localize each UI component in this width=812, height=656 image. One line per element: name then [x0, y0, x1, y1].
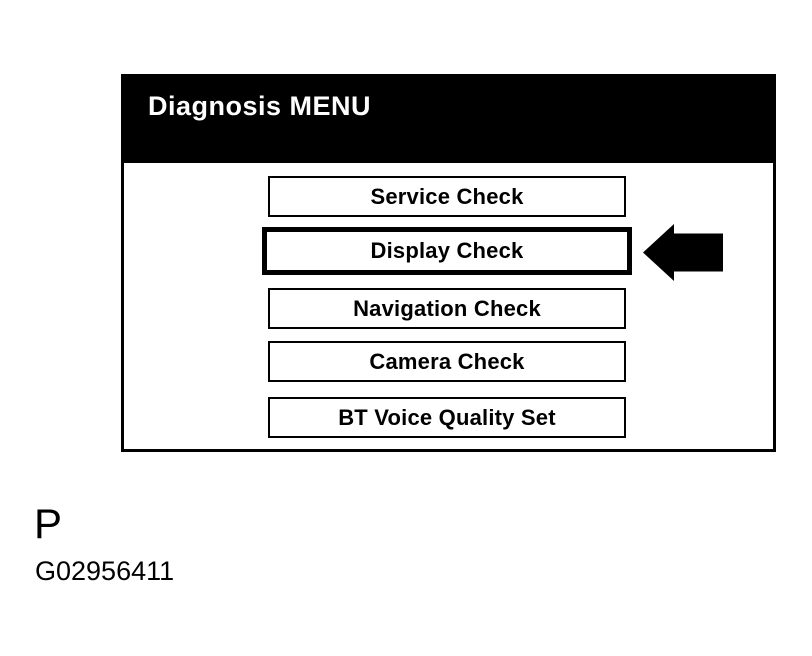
- menu-button-camera-check[interactable]: Camera Check: [268, 341, 626, 382]
- figure-id: G02956411: [35, 556, 175, 586]
- menu-button-navigation-check[interactable]: Navigation Check: [268, 288, 626, 329]
- page-marker: P: [34, 500, 63, 547]
- menu-button-service-check[interactable]: Service Check: [268, 176, 626, 217]
- screen-title: Diagnosis MENU: [148, 91, 372, 121]
- left-arrow-icon: [643, 224, 723, 281]
- screen-header: Diagnosis MENU: [121, 74, 776, 163]
- menu-button-bt-voice-quality-set[interactable]: BT Voice Quality Set: [268, 397, 626, 438]
- menu-button-display-check[interactable]: Display Check: [262, 227, 632, 275]
